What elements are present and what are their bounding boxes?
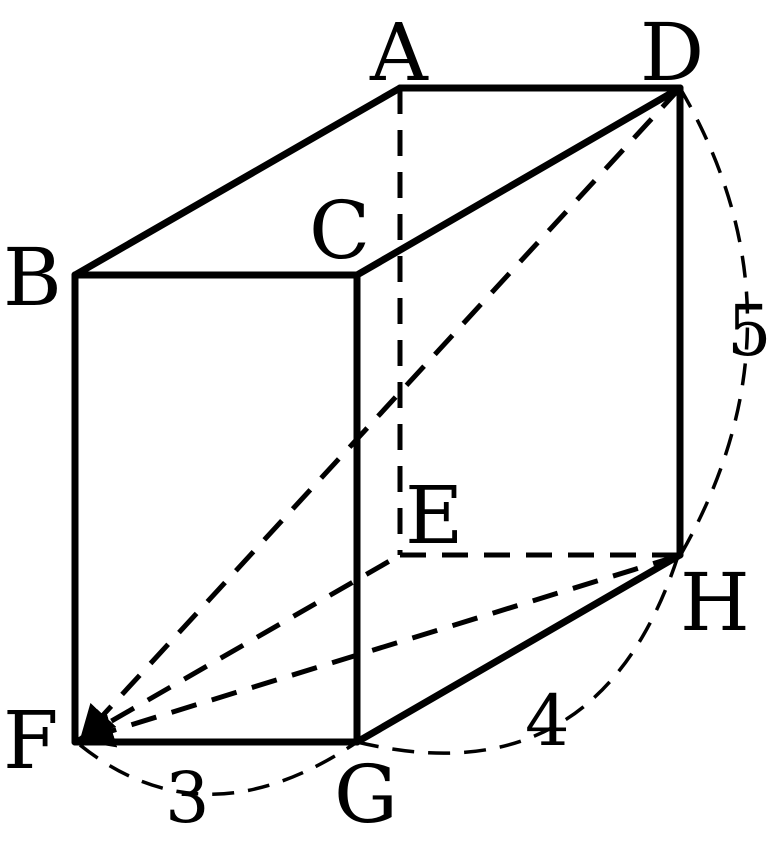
vertex-label-g: G	[334, 748, 398, 841]
vertex-label-d: D	[640, 6, 704, 99]
measure-label-dh: 5	[727, 290, 772, 372]
vertex-label-b: B	[3, 231, 62, 324]
vertex-label-h: H	[680, 556, 750, 649]
vertex-label-e: E	[405, 469, 463, 562]
diagonal-fh	[78, 553, 679, 748]
measure-label-fg: 3	[165, 757, 210, 839]
measure-label-gh: 4	[525, 680, 570, 762]
diagonal-fd	[79, 86, 682, 741]
measure-arc-fg	[78, 740, 358, 796]
edge-ab	[71, 84, 404, 279]
edge-cd	[353, 84, 684, 279]
edge-fe	[73, 552, 402, 745]
vertex-label-c: C	[309, 184, 370, 277]
vertex-label-a: A	[369, 6, 429, 99]
edge-gh	[353, 551, 684, 746]
vertex-label-f: F	[3, 694, 59, 787]
